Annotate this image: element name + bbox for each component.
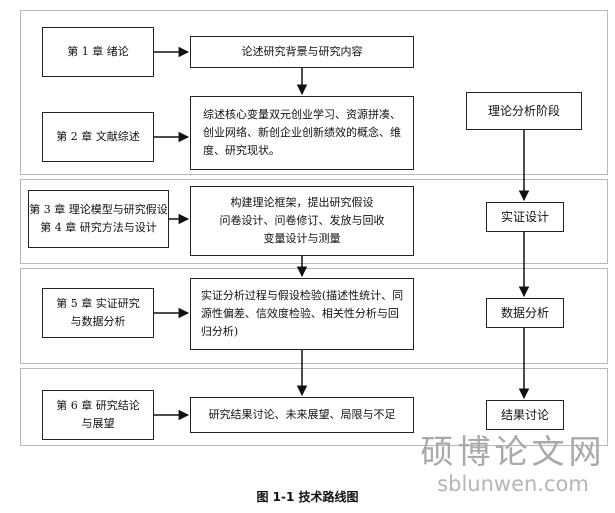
content-box-4-text: 实证分析过程与假设检验(描述性统计、同 源性偏差、信效度检验、相关性分析与回 归… [200,289,404,338]
content-box-1-text: 论述研究背景与研究内容 [241,45,363,58]
content-box-4: 实证分析过程与假设检验(描述性统计、同 源性偏差、信效度检验、相关性分析与回 归… [190,278,414,350]
section-panel-3 [20,268,608,364]
content-box-3: 构建理论框架，提出研究假设 问卷设计、问卷修订、发放与回收 变量设计与测量 [190,186,414,256]
content-box-5: 研究结果讨论、未来展望、局限与不足 [190,397,414,433]
section-panel-4 [20,368,608,446]
chapter-box-2-label: 第 2 章 文献综述 [56,130,140,143]
section-panel-1 [20,10,608,175]
stage-box-theory-label: 理论分析阶段 [487,104,560,118]
stage-box-empirical-design: 实证设计 [486,202,564,232]
section-panel-2 [20,179,608,264]
chapter-box-1-label: 第 1 章 绪论 [67,45,129,58]
chapter-box-5-label: 第 5 章 实证研究 与数据分析 [56,297,140,328]
content-box-2-text: 综述核心变量双元创业学习、资源拼凑、 创业网络、新创企业创新绩效的概念、维 度、… [203,108,401,157]
watermark: 硕博论文网 sblunwen.com [418,432,608,496]
chapter-box-2: 第 2 章 文献综述 [42,112,154,162]
stage-box-result-discussion: 结果讨论 [486,400,564,430]
chapter-box-6: 第 6 章 研究结论 与展望 [42,390,154,440]
stage-box-empirical-design-label: 实证设计 [500,210,549,224]
watermark-url: sblunwen.com [437,472,589,496]
stage-box-theory: 理论分析阶段 [466,92,582,130]
chapter-box-5: 第 5 章 实证研究 与数据分析 [42,288,154,338]
stage-box-data-analysis-label: 数据分析 [500,306,549,320]
chapter-box-3-4-label: 第 3 章 理论模型与研究假设 第 4 章 研究方法与设计 [29,203,168,234]
content-box-2: 综述核心变量双元创业学习、资源拼凑、 创业网络、新创企业创新绩效的概念、维 度、… [190,96,414,170]
chapter-box-6-label: 第 6 章 研究结论 与展望 [56,399,140,430]
figure-caption: 图 1-1 技术路线图 [256,490,359,504]
stage-box-data-analysis: 数据分析 [486,298,564,328]
stage-box-result-discussion-label: 结果讨论 [500,408,549,422]
chapter-box-1: 第 1 章 绪论 [42,27,154,77]
content-box-1: 论述研究背景与研究内容 [190,36,414,68]
watermark-chinese: 硕博论文网 [420,432,606,471]
content-box-3-text: 构建理论框架，提出研究假设 问卷设计、问卷修订、发放与回收 变量设计与测量 [219,196,385,245]
content-box-5-text: 研究结果讨论、未来展望、局限与不足 [208,408,396,421]
chapter-box-3-4: 第 3 章 理论模型与研究假设 第 4 章 研究方法与设计 [28,190,169,248]
